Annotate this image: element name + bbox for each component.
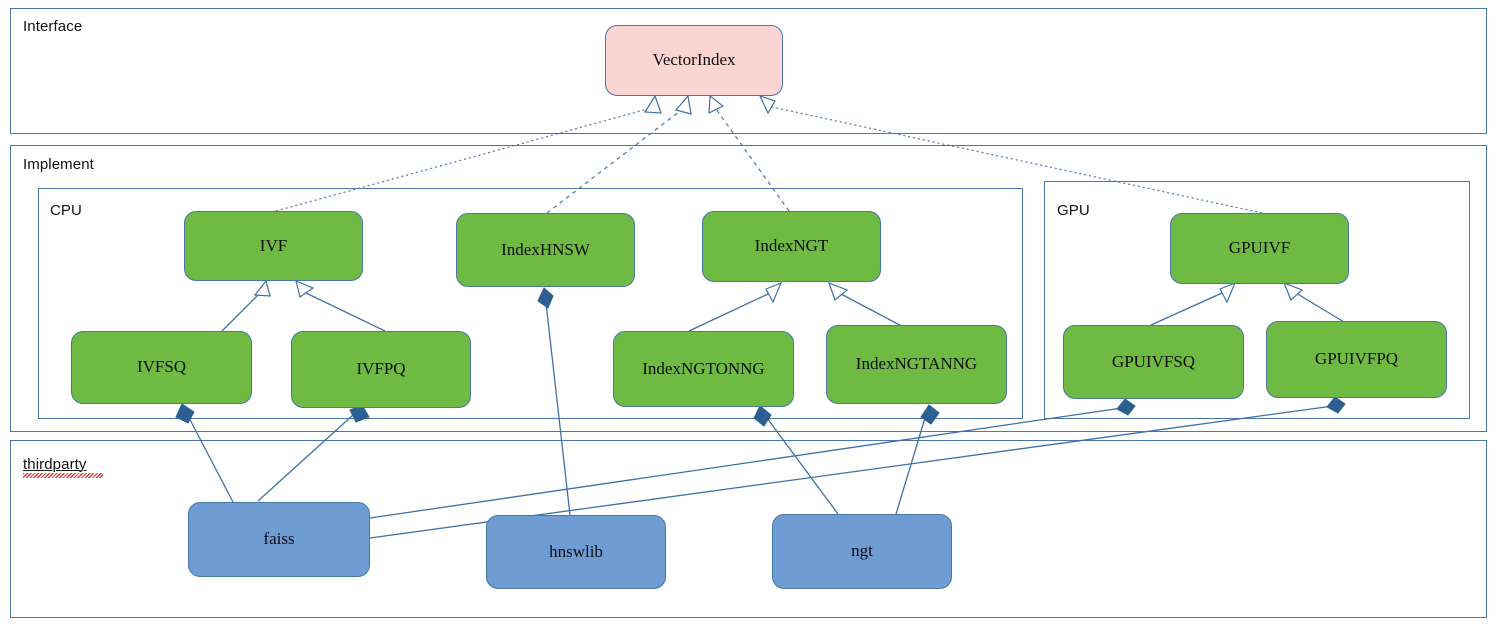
node-ivfpq-label: IVFPQ bbox=[356, 359, 406, 379]
group-interface-label: Interface bbox=[23, 18, 83, 35]
node-gpuivfpq-label: GPUIVFPQ bbox=[1314, 349, 1399, 369]
node-ivfsq-label: IVFSQ bbox=[136, 357, 187, 377]
node-hnswlib[interactable]: hnswlib bbox=[486, 515, 666, 589]
node-ivfsq[interactable]: IVFSQ bbox=[71, 331, 252, 404]
group-cpu-label: CPU bbox=[50, 202, 82, 219]
node-gpuivfsq[interactable]: GPUIVFSQ bbox=[1063, 325, 1244, 399]
node-indexngtanng[interactable]: IndexNGTANNG bbox=[826, 325, 1007, 404]
node-gpuivfpq[interactable]: GPUIVFPQ bbox=[1266, 321, 1447, 398]
node-ivf[interactable]: IVF bbox=[184, 211, 363, 281]
node-gpuivf[interactable]: GPUIVF bbox=[1170, 213, 1349, 284]
node-indexngt-label: IndexNGT bbox=[754, 236, 829, 256]
group-thirdparty-label: thirdparty bbox=[23, 456, 87, 473]
node-indexhnsw[interactable]: IndexHNSW bbox=[456, 213, 635, 287]
group-gpu-label: GPU bbox=[1057, 202, 1090, 219]
node-faiss-label: faiss bbox=[263, 529, 295, 549]
node-ngt[interactable]: ngt bbox=[772, 514, 952, 589]
node-gpuivfsq-label: GPUIVFSQ bbox=[1111, 351, 1196, 371]
spellcheck-squiggle bbox=[23, 473, 103, 478]
node-ngt-label: ngt bbox=[851, 541, 873, 561]
node-vectorindex-label: VectorIndex bbox=[652, 50, 736, 70]
node-vectorindex[interactable]: VectorIndex bbox=[605, 25, 783, 96]
node-indexhnsw-label: IndexHNSW bbox=[501, 239, 590, 259]
node-indexngtonng[interactable]: IndexNGTONNG bbox=[613, 331, 794, 407]
node-gpuivf-label: GPUIVF bbox=[1228, 238, 1291, 258]
node-indexngtonng-label: IndexNGTONNG bbox=[642, 358, 765, 378]
node-indexngtanng-label: IndexNGTANNG bbox=[855, 354, 978, 374]
node-ivf-label: IVF bbox=[259, 235, 288, 255]
node-indexngt[interactable]: IndexNGT bbox=[702, 211, 881, 282]
node-faiss[interactable]: faiss bbox=[188, 502, 370, 577]
node-hnswlib-label: hnswlib bbox=[549, 541, 603, 561]
group-implement-label: Implement bbox=[23, 156, 94, 173]
node-ivfpq[interactable]: IVFPQ bbox=[291, 331, 471, 408]
